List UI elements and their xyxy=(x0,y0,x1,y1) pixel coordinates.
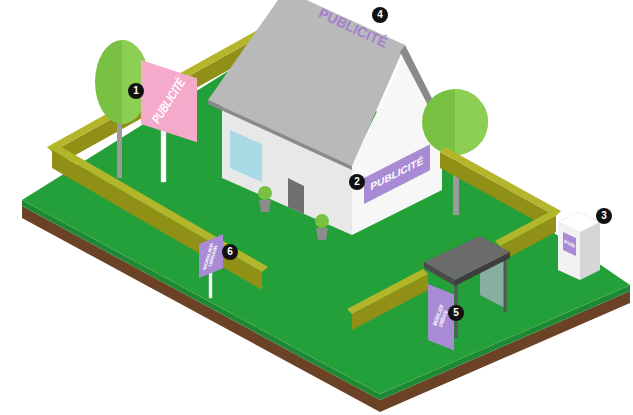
house-roof xyxy=(208,0,405,166)
plant xyxy=(315,214,329,228)
callout-number: 4 xyxy=(372,7,388,23)
hedge-face xyxy=(52,150,262,290)
callout-number: 1 xyxy=(128,83,144,99)
shelter-post xyxy=(504,258,507,312)
plant-pot xyxy=(259,200,271,212)
callout-number: 5 xyxy=(448,305,464,321)
hedge-top xyxy=(347,269,428,314)
plant-pot xyxy=(316,228,328,240)
shelter-roof-edge xyxy=(424,262,455,286)
house-door xyxy=(288,178,304,214)
sign-text: PUBLICITÉ xyxy=(145,68,193,135)
house-window xyxy=(230,130,262,182)
billboard-panel: PUBLICITÉ xyxy=(141,60,197,142)
sign-post xyxy=(161,128,166,182)
callout-number: 3 xyxy=(596,208,612,224)
hedge-top xyxy=(495,211,556,246)
column-top xyxy=(558,212,600,232)
hedge-top xyxy=(52,145,268,272)
hedge-top xyxy=(440,147,561,216)
shelter-roof-edge xyxy=(455,252,510,286)
tree-crown-light xyxy=(455,89,488,155)
plant xyxy=(258,186,272,200)
callout-number: 6 xyxy=(222,244,238,260)
tree-crown xyxy=(422,89,488,155)
roof-eave xyxy=(208,100,352,170)
sign-post xyxy=(209,270,212,298)
sign-text: MOBILIER URBAIN xyxy=(201,240,220,273)
callout-number: 2 xyxy=(349,174,365,190)
